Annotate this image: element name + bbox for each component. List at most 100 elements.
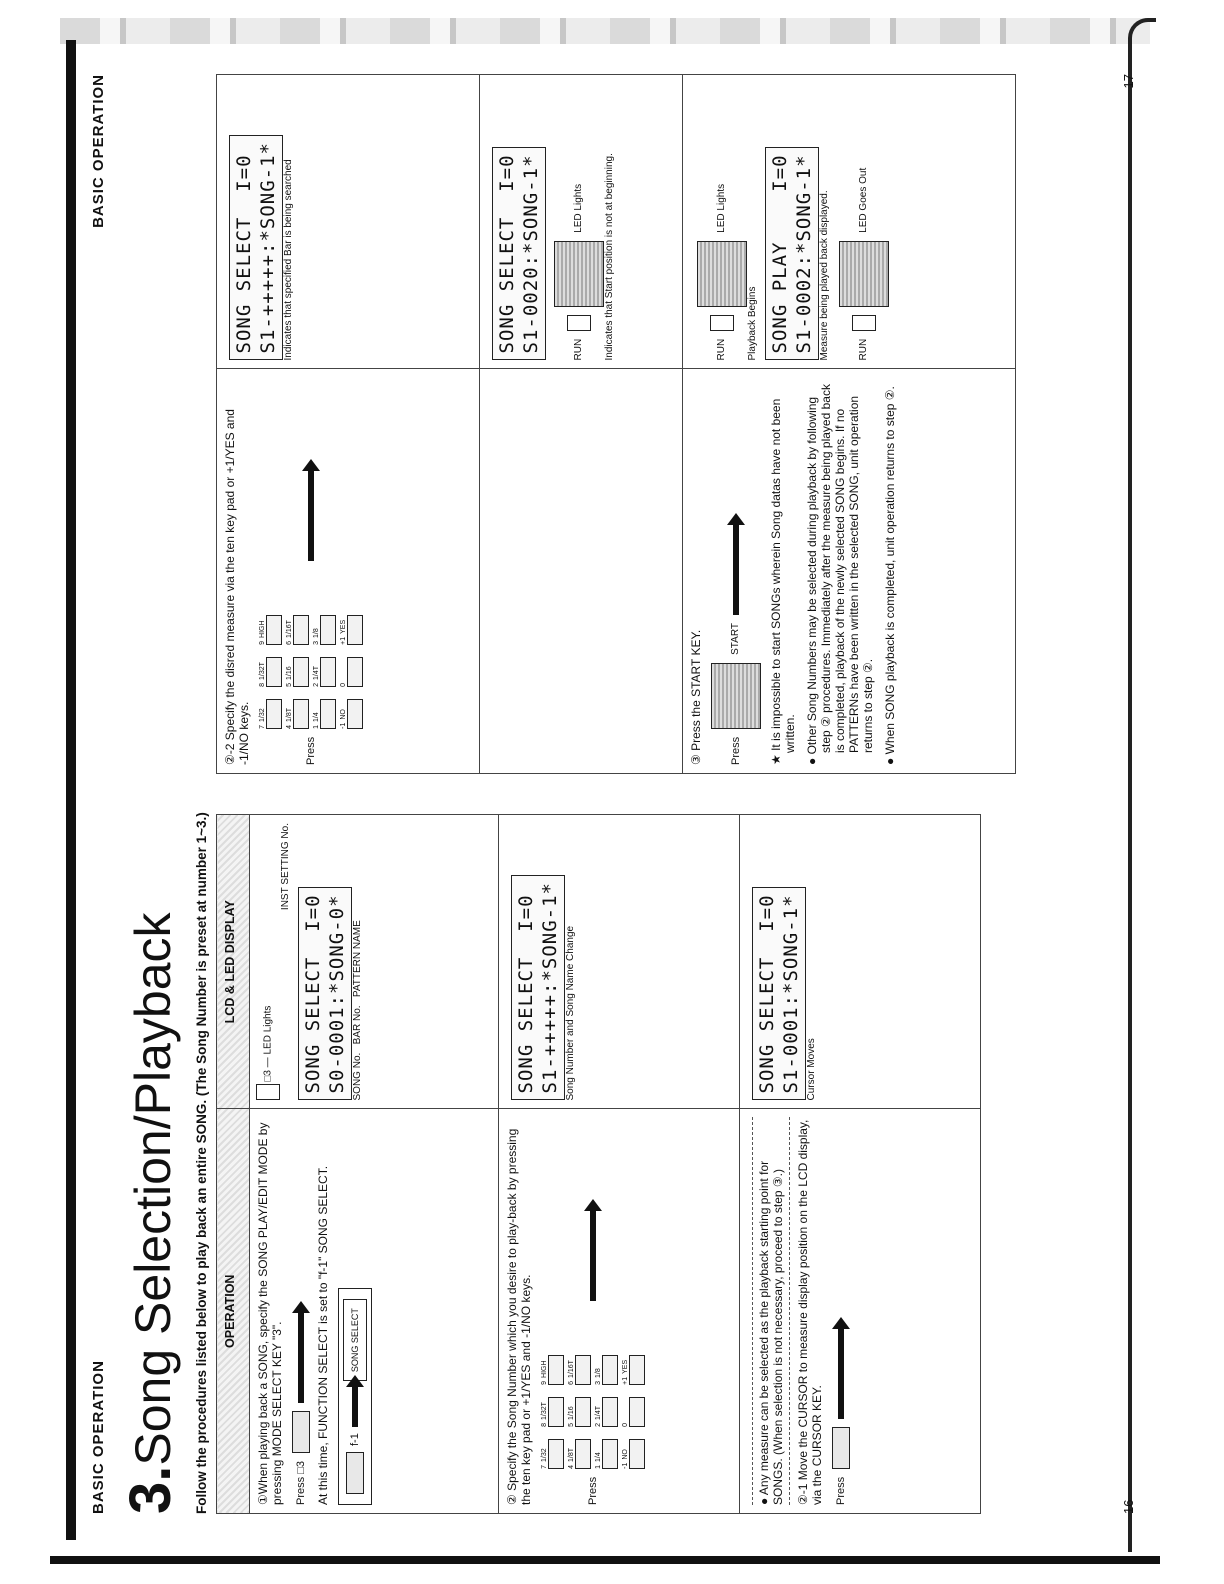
run-label: RUN — [716, 338, 727, 361]
lcd1-labels: SONG No. BAR No. PATTERN NAME — [352, 823, 364, 1100]
playback-led-row: RUN LED Lights — [697, 83, 747, 360]
ten-key-button[interactable] — [293, 614, 309, 645]
ten-key-sublabel: 1/16 — [286, 666, 293, 680]
pattern-name-label: PATTERN NAME — [352, 920, 363, 998]
step3-operation: ③ Press the START KEY. Press START ★ It … — [682, 368, 1016, 774]
ten-key-4[interactable]: 41/8T — [568, 1435, 591, 1469]
measure-note: ● Any measure can be selected as the pla… — [752, 1117, 790, 1505]
ten-key-number: 2 — [313, 682, 320, 687]
ten-key-+1[interactable]: +1YES — [340, 611, 363, 645]
ten-key-button[interactable] — [629, 1438, 645, 1469]
measure-displayed-label: Measure being played back displayed. — [819, 190, 830, 361]
bar-searched-note: Indicates that specified Bar is being se… — [283, 159, 294, 361]
ten-key-button[interactable] — [293, 698, 309, 729]
ten-key-6[interactable]: 61/16T — [286, 611, 309, 645]
ten-key-5[interactable]: 5 1/16 — [286, 653, 309, 687]
led-goes-out-label: LED Goes Out — [858, 167, 869, 233]
ten-key-4[interactable]: 41/8T — [286, 695, 309, 729]
ten-key-3[interactable]: 31/8 — [595, 1351, 618, 1385]
ten-key-button[interactable] — [293, 656, 309, 687]
ten-key-2[interactable]: 21/4T — [595, 1393, 618, 1427]
function-key[interactable] — [346, 1452, 364, 1494]
step3-lcd: RUN LED Lights Playback Begins SONG PLAY… — [682, 74, 1016, 369]
ten-key-button[interactable] — [575, 1438, 591, 1469]
ten-key--1[interactable]: -1NO — [340, 695, 363, 729]
lcd-display-2: SONG SELECT I=0 S1-+++++:*SONG-1* — [511, 875, 565, 1101]
ten-key-button[interactable] — [629, 1396, 645, 1427]
ten-key-2[interactable]: 21/4T — [313, 653, 336, 687]
ten-key-button[interactable] — [266, 614, 282, 645]
ten-key-3[interactable]: 31/8 — [313, 611, 336, 645]
ten-key-button[interactable] — [266, 698, 282, 729]
ten-key-6[interactable]: 61/16T — [568, 1351, 591, 1385]
arrow-icon — [308, 470, 314, 561]
step1-text: ①When playing back a SONG, specify the S… — [256, 1122, 284, 1505]
ten-key-8[interactable]: 81/32T — [259, 653, 282, 687]
led-lights-label: LED Lights — [573, 183, 584, 233]
press-label: Press □3 — [295, 1461, 307, 1505]
ten-key-button[interactable] — [548, 1396, 564, 1427]
ten-key-number: -1 — [622, 1462, 629, 1469]
led-lights-label: LED Lights — [716, 183, 727, 233]
ten-key-1[interactable]: 11/4 — [313, 695, 336, 729]
ten-key-button[interactable] — [347, 656, 363, 687]
lcd-line: S1-+++++:*SONG-1* — [539, 882, 561, 1094]
ten-key-button[interactable] — [629, 1354, 645, 1385]
ten-key-button[interactable] — [602, 1438, 618, 1469]
lcd-display-6: SONG PLAY I=0 S1-0002:*SONG-1* — [765, 147, 819, 361]
ten-key-button[interactable] — [602, 1396, 618, 1427]
ten-key-button[interactable] — [347, 614, 363, 645]
song-number-change-label: Song Number and Song Name Change — [565, 925, 576, 1101]
ten-key-7[interactable]: 71/32 — [259, 695, 282, 729]
ten-key-sublabel: 1/16T — [568, 1360, 575, 1378]
ten-key-pad: 71/32 81/32T 9HIGH 41/8T 5 1/16 61/16T 11/4 21/4… — [259, 569, 363, 729]
ten-key-0[interactable]: 0 — [340, 653, 363, 687]
ten-key-number: 9 — [541, 1380, 548, 1385]
ten-key-1[interactable]: 11/4 — [595, 1435, 618, 1469]
binder-edge — [1128, 18, 1156, 1552]
function-label: f-1 — [349, 1433, 361, 1446]
ten-key-button[interactable] — [347, 698, 363, 729]
page-header: BASIC OPERATION — [90, 74, 107, 228]
page-number: 16 — [1121, 1499, 1136, 1514]
ten-key--1[interactable]: -1NO — [622, 1435, 645, 1469]
ten-key-button[interactable] — [575, 1396, 591, 1427]
ten-key-button[interactable] — [602, 1354, 618, 1385]
lcd-line: S0-0001:*SONG-0* — [326, 894, 348, 1094]
ten-key-9[interactable]: 9HIGH — [541, 1351, 564, 1385]
ten-key-+1[interactable]: +1YES — [622, 1351, 645, 1385]
ten-key-number: 0 — [340, 682, 347, 687]
ten-key-0[interactable]: 0 — [622, 1393, 645, 1427]
ten-key-sublabel: 1/16T — [286, 620, 293, 638]
playback-begins-label: Playback Begins — [747, 286, 758, 361]
ten-key-9[interactable]: 9HIGH — [259, 611, 282, 645]
ten-key-sublabel: 1/32T — [541, 1402, 548, 1420]
ten-key-5[interactable]: 51/16 — [568, 1393, 591, 1427]
ten-key-button[interactable] — [320, 614, 336, 645]
ten-key-8[interactable]: 81/32T — [541, 1393, 564, 1427]
ten-key-button[interactable] — [548, 1438, 564, 1469]
ten-key-button[interactable] — [266, 656, 282, 687]
ten-key-number: 7 — [541, 1464, 548, 1469]
led-icon — [256, 1084, 280, 1101]
ten-key-sublabel: 1/8 — [313, 628, 320, 638]
lcd-display-5: SONG SELECT I=0 S1-0020:*SONG-1* — [492, 147, 546, 361]
lcd-line: S1-0001:*SONG-1* — [780, 894, 802, 1094]
start-key[interactable] — [711, 662, 761, 729]
section-number: 3. — [118, 1465, 183, 1514]
ten-key-pad: 71/32 81/32T 9HIGH 41/8T 51/16 61/16T 11/4 21/4… — [541, 1309, 645, 1469]
lcd-line: S1-0020:*SONG-1* — [520, 154, 542, 354]
ten-key-button[interactable] — [548, 1354, 564, 1385]
step1-info: At this time, FUNCTION SELECT is set to … — [316, 1165, 330, 1505]
ten-key-7[interactable]: 71/32 — [541, 1435, 564, 1469]
ten-key-button[interactable] — [320, 656, 336, 687]
cursor-key[interactable] — [832, 1426, 850, 1469]
press-label: Press — [835, 1476, 847, 1505]
step21-operation: ● Any measure can be selected as the pla… — [739, 1108, 981, 1514]
ten-key-button[interactable] — [575, 1354, 591, 1385]
ten-key-spacer — [622, 1309, 645, 1343]
mode-select-key-3[interactable] — [292, 1411, 310, 1454]
ten-key-button[interactable] — [320, 698, 336, 729]
ten-key-number: 5 — [286, 682, 293, 687]
